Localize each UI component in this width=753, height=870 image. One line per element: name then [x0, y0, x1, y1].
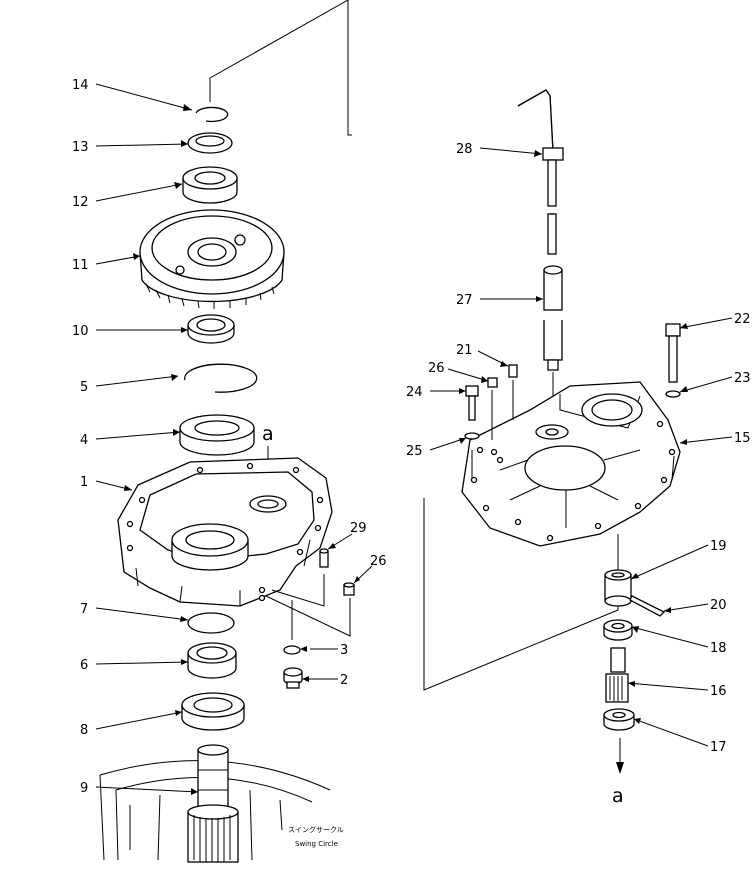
part-2-plug: [283, 667, 303, 689]
part-29-pin: [319, 548, 329, 568]
swing-circle-caption-en: Swing Circle: [295, 840, 338, 848]
callout-27: 27: [456, 293, 473, 308]
callout-8: 8: [80, 723, 88, 738]
part-28-dipstick: [517, 89, 564, 207]
part-18-bearing: [603, 619, 633, 641]
callout-2: 2: [340, 673, 348, 688]
part-8-bearing: [181, 692, 245, 731]
part-9-pinion-shaft: [187, 744, 239, 863]
callout-14: 14: [72, 78, 89, 93]
callout-21: 21: [456, 343, 473, 358]
part-22-bolt: [665, 323, 681, 383]
part-7-o-ring: [187, 612, 235, 634]
part-19-coupling: [604, 569, 632, 607]
callout-25: 25: [406, 444, 423, 459]
part-10-seal: [187, 314, 235, 344]
callout-13: 13: [72, 140, 89, 155]
part-16-shaft: [605, 647, 629, 703]
callout-numbers: 14 13 12 11 10 5 4 1 7 6 8 9 29 26 3 2 2…: [72, 78, 751, 796]
callout-24: 24: [406, 385, 423, 400]
callout-4: 4: [80, 433, 88, 448]
connector-line-top: [209, 0, 352, 136]
part-4-bearing: [179, 414, 255, 456]
callout-20: 20: [710, 598, 727, 613]
part-25-washer: [464, 432, 480, 440]
callout-17: 17: [710, 740, 727, 755]
part-11-gear: [139, 209, 285, 309]
part-6-seal: [187, 642, 237, 679]
callout-10: 10: [72, 324, 89, 339]
callout-26-left: 26: [370, 554, 387, 569]
part-24-bolt: [465, 385, 479, 421]
callout-11: 11: [72, 258, 89, 273]
callout-16: 16: [710, 684, 727, 699]
part-12-bearing: [182, 166, 238, 204]
part-3-o-ring: [283, 645, 301, 655]
callout-7: 7: [80, 602, 88, 617]
swing-circle-caption-jp: スイングサークル: [288, 825, 344, 834]
part-26-plug-right: [487, 377, 498, 388]
part-20-key: [629, 595, 666, 617]
part-15-cover: [461, 381, 681, 547]
callout-18: 18: [710, 641, 727, 656]
callout-23: 23: [734, 371, 751, 386]
part-23-washer: [665, 390, 681, 398]
ref-letter-a-top: a: [262, 423, 274, 445]
part-14-snap-ring: [195, 106, 229, 123]
part-13-seal: [187, 132, 233, 154]
callout-9: 9: [80, 781, 88, 796]
callout-22: 22: [734, 312, 751, 327]
callout-12: 12: [72, 195, 89, 210]
callout-29: 29: [350, 521, 367, 536]
callout-15: 15: [734, 431, 751, 446]
ref-letter-a-bottom: a: [612, 785, 624, 807]
callout-19: 19: [710, 539, 727, 554]
part-21-pin: [508, 364, 518, 378]
part-5-retaining-ring: [184, 363, 258, 393]
part-1-housing: [117, 457, 333, 607]
callout-arrowheads: [124, 104, 688, 795]
callout-6: 6: [80, 658, 88, 673]
callout-3: 3: [340, 643, 348, 658]
part-17-bearing: [603, 708, 635, 731]
callout-leaders: [95, 83, 733, 793]
callout-1: 1: [80, 475, 88, 490]
callout-28: 28: [456, 142, 473, 157]
callout-26-right: 26: [428, 361, 445, 376]
part-26-plug-left: [343, 582, 355, 596]
part-27-tube: [543, 265, 563, 371]
callout-5: 5: [80, 380, 88, 395]
